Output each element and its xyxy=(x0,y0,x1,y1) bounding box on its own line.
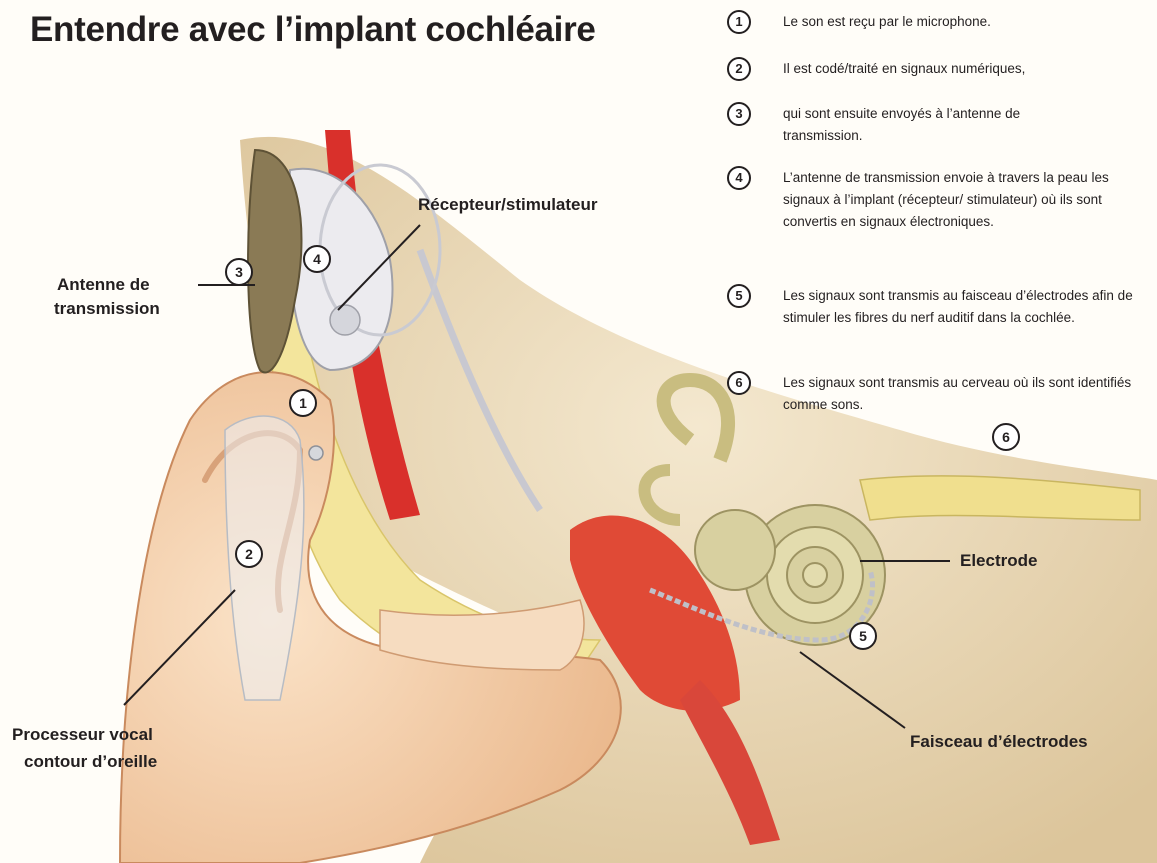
label-antenna-line2: transmission xyxy=(54,297,160,320)
marker-2: 2 xyxy=(235,540,263,568)
step-number: 2 xyxy=(727,57,751,81)
step-text: Les signaux sont transmis au cerveau où … xyxy=(783,372,1143,416)
label-electrode-array: Faisceau d’électrodes xyxy=(910,730,1088,753)
marker-4: 4 xyxy=(303,245,331,273)
label-receiver-stimulator: Récepteur/stimulateur xyxy=(418,193,598,216)
step-text: Il est codé/traité en signaux numériques… xyxy=(783,58,1143,80)
label-antenna-line1: Antenne de xyxy=(57,273,150,296)
step-6: 6 Les signaux sont transmis au cerveau o… xyxy=(727,371,1147,431)
step-number: 4 xyxy=(727,166,751,190)
step-text: Les signaux sont transmis au faisceau d’… xyxy=(783,285,1143,329)
step-number: 3 xyxy=(727,102,751,126)
step-number: 6 xyxy=(727,371,751,395)
step-5: 5 Les signaux sont transmis au faisceau … xyxy=(727,284,1147,344)
step-4: 4 L’antenne de transmission envoie à tra… xyxy=(727,166,1147,226)
marker-5: 5 xyxy=(849,622,877,650)
marker-1: 1 xyxy=(289,389,317,417)
step-3: 3 qui sont ensuite envoyés à l’antenne d… xyxy=(727,102,1147,162)
label-processor-line2: contour d’oreille xyxy=(24,750,157,773)
step-number: 1 xyxy=(727,10,751,34)
step-number: 5 xyxy=(727,284,751,308)
label-processor-line1: Processeur vocal xyxy=(12,723,153,746)
marker-6: 6 xyxy=(992,423,1020,451)
page-title: Entendre avec l’implant cochléaire xyxy=(30,10,596,50)
label-electrode: Electrode xyxy=(960,549,1037,572)
step-text: qui sont ensuite envoyés à l’antenne de … xyxy=(783,103,1103,147)
step-text: Le son est reçu par le microphone. xyxy=(783,11,1143,33)
step-text: L’antenne de transmission envoie à trave… xyxy=(783,167,1143,233)
marker-3: 3 xyxy=(225,258,253,286)
